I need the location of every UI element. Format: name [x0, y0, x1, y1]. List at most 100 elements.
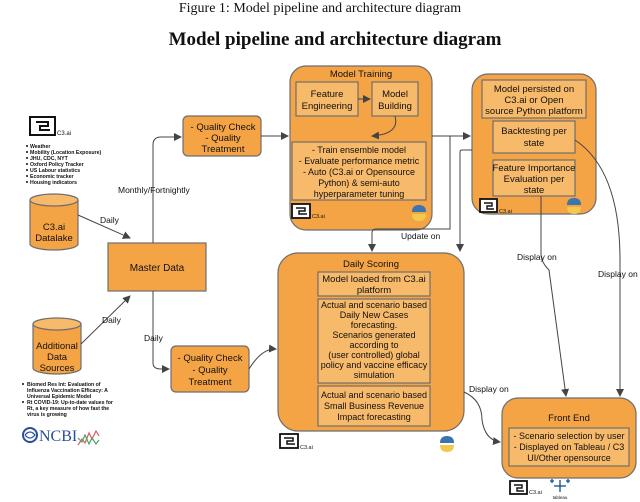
c3ai-logo-persisted: C3.ai — [479, 198, 512, 215]
svg-text:Model: Model — [382, 89, 408, 100]
svg-text:Python) & semi-auto: Python) & semi-auto — [318, 178, 400, 188]
edge-label-update-on: Update on — [401, 231, 440, 241]
daily-scoring-title: Daily Scoring — [343, 259, 399, 270]
svg-text:UI/Other opensource: UI/Other opensource — [527, 453, 611, 463]
list-item: Oxford Policy Tracker — [30, 162, 84, 168]
master-data-node: Master Data — [107, 242, 207, 292]
edge-label-monthly: Monthly/Fortnightly — [118, 185, 191, 195]
python-logo-persisted — [567, 198, 581, 214]
svg-text:Influenza Vaccination Efficacy: Influenza Vaccination Efficacy: A — [27, 388, 108, 394]
model-persistence-group: Model persisted on C3.ai or Open source … — [471, 73, 597, 215]
list-item: JHU, CDC, NYT — [30, 156, 69, 162]
edge-label-display-on: Display on — [598, 269, 638, 279]
svg-text:simulation: simulation — [354, 370, 395, 380]
c3ai-logo-training: C3.ai — [291, 203, 325, 220]
edge-model-steps — [371, 115, 397, 140]
svg-text:forecasting.: forecasting. — [351, 320, 398, 330]
svg-text:Additional: Additional — [36, 341, 78, 352]
svg-text:C3.ai: C3.ai — [499, 209, 512, 215]
python-logo-scoring — [440, 436, 454, 452]
svg-text:Building: Building — [378, 101, 412, 112]
svg-text:- Quality Check: - Quality Check — [178, 353, 243, 364]
svg-text:Backtesting per: Backtesting per — [501, 126, 566, 137]
rt-covid-logo — [77, 429, 100, 446]
c3ai-datalake-node: C3.ai Datalake — [29, 193, 79, 251]
svg-text:Master Data: Master Data — [130, 263, 185, 274]
svg-text:Model loaded from C3.ai: Model loaded from C3.ai — [322, 274, 426, 285]
diagram-title: Model pipeline and architecture diagram — [169, 29, 502, 50]
daily-scoring-group: Daily Scoring Model loaded from C3.ai pl… — [277, 252, 465, 432]
edge-label-display-on: Display on — [517, 252, 557, 262]
svg-text:Feature: Feature — [311, 89, 344, 100]
training-steps-node: - Train ensemble model - Evaluate perfor… — [291, 141, 427, 201]
quality-check-node-training: - Quality Check - Quality Treatment — [182, 115, 262, 157]
svg-text:C3.ai: C3.ai — [300, 445, 313, 451]
svg-text:Actual and scenario based: Actual and scenario based — [321, 300, 427, 310]
list-item: Housing indicators — [30, 180, 77, 186]
svg-text:Feature Importance: Feature Importance — [493, 163, 576, 174]
edge-label-daily: Daily — [102, 315, 122, 325]
edge-backtest-frontend — [574, 139, 624, 397]
edge-qc2-scoring — [248, 344, 277, 370]
svg-text:- Quality Check: - Quality Check — [191, 122, 256, 133]
front-end-group: Front End - Scenario selection by user -… — [501, 397, 637, 479]
svg-text:Daily New Cases: Daily New Cases — [340, 310, 409, 320]
svg-text:Universal Epidemic Model: Universal Epidemic Model — [27, 394, 92, 400]
svg-text:C3.ai or Open: C3.ai or Open — [504, 95, 563, 106]
edge-update-on — [368, 136, 451, 252]
ncbi-logo: NCBI — [22, 427, 77, 445]
c3ai-logo-scoring: C3.ai — [279, 433, 313, 451]
svg-text:tableau: tableau — [553, 495, 568, 500]
svg-text:Evaluation per: Evaluation per — [504, 174, 565, 185]
data-sources-list: Weather Mobility (Location Exposure) JHU… — [26, 144, 101, 186]
svg-text:Scenarios generated: Scenarios generated — [332, 330, 415, 340]
model-training-title: Model Training — [330, 69, 392, 80]
svg-text:state: state — [524, 138, 545, 149]
svg-text:policy and vaccine efficacy: policy and vaccine efficacy — [321, 360, 428, 370]
svg-text:Rt, a key measure of how fast: Rt, a key measure of how fast the — [27, 406, 109, 412]
svg-text:Model persisted on: Model persisted on — [494, 84, 574, 95]
edge-master-qc2 — [152, 291, 170, 373]
svg-text:Small Business Revenue: Small Business Revenue — [324, 401, 424, 411]
feature-engineering-node: Feature Engineering — [295, 81, 359, 117]
model-persisted-node: Model persisted on C3.ai or Open source … — [481, 79, 587, 119]
tableau-logo: tableau — [550, 479, 570, 500]
svg-text:- Displayed on Tableau / C3: - Displayed on Tableau / C3 — [514, 442, 624, 452]
svg-text:Rt COVID-19: Up-to-date values: Rt COVID-19: Up-to-date values for — [27, 400, 113, 406]
edge-label-daily: Daily — [100, 215, 120, 225]
svg-text:- Auto (C3.ai or Opensource: - Auto (C3.ai or Opensource — [303, 167, 415, 177]
edge-featimp-frontend — [540, 196, 570, 397]
figure-caption: Figure 1: Model pipeline and architectur… — [179, 1, 461, 16]
svg-text:- Quality: - Quality — [192, 365, 228, 376]
svg-text:virus is growing: virus is growing — [27, 412, 67, 418]
list-item: Economic tracker — [30, 174, 74, 180]
svg-text:Impact forecasting: Impact forecasting — [337, 412, 411, 422]
list-item: US Labour statistics — [30, 168, 80, 174]
svg-text:according to: according to — [349, 340, 398, 350]
svg-text:(user controlled) global: (user controlled) global — [328, 350, 420, 360]
business-revenue-forecast-node: Actual and scenario based Small Business… — [317, 385, 431, 427]
svg-text:Engineering: Engineering — [302, 101, 353, 112]
svg-text:hyperparameter tuning: hyperparameter tuning — [314, 189, 405, 199]
svg-text:C3.ai: C3.ai — [43, 222, 65, 233]
svg-text:- Train ensemble model: - Train ensemble model — [312, 145, 406, 155]
edge-datalake-master — [77, 214, 131, 239]
svg-text:Treatment: Treatment — [202, 144, 245, 155]
svg-text:Biomed Res Int: Evaluation of: Biomed Res Int: Evaluation of — [27, 382, 101, 388]
c3ai-logo-frontend: C3.ai — [509, 480, 542, 496]
references-list: Biomed Res Int: Evaluation of Influenza … — [22, 382, 113, 418]
svg-text:Data: Data — [47, 352, 68, 363]
model-loaded-node: Model loaded from C3.ai platform — [317, 271, 431, 297]
feature-importance-node: Feature Importance Evaluation per state — [492, 159, 576, 197]
edge-persisted-scoring — [456, 149, 472, 252]
quality-check-node-scoring: - Quality Check - Quality Treatment — [170, 345, 250, 393]
svg-text:Sources: Sources — [40, 363, 75, 374]
svg-text:- Quality: - Quality — [205, 133, 241, 144]
list-item: Mobility (Location Exposure) — [30, 150, 101, 156]
svg-text:C3.ai: C3.ai — [57, 131, 71, 137]
python-logo-training — [412, 205, 426, 221]
edges — [77, 95, 624, 446]
svg-text:Actual and scenario based: Actual and scenario based — [321, 390, 427, 400]
svg-text:C3.ai: C3.ai — [312, 214, 325, 220]
svg-text:source Python platform: source Python platform — [485, 106, 583, 117]
